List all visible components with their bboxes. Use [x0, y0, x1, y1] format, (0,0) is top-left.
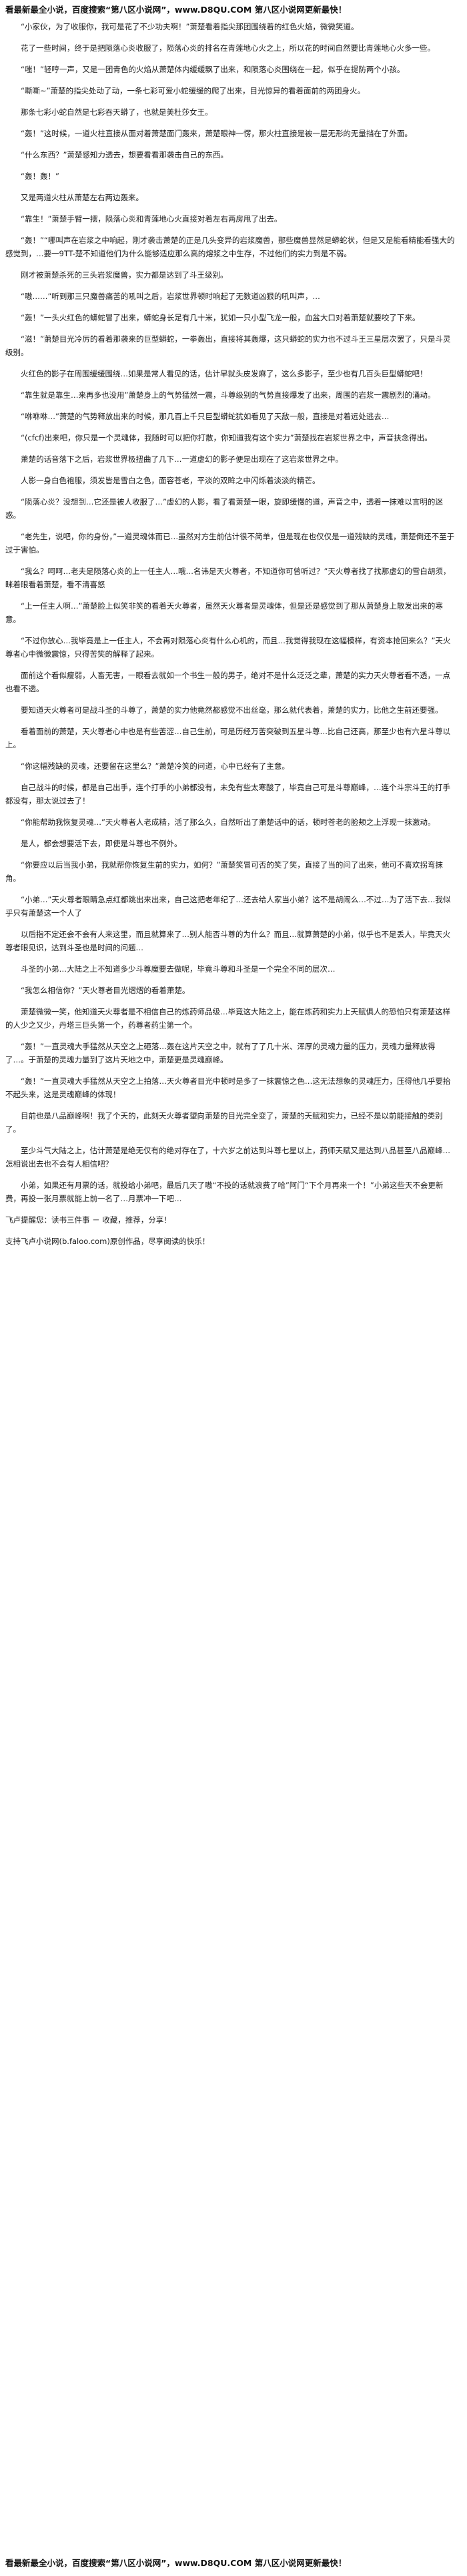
paragraph: “我么？呵呵…老夫是陨落心炎的上一任主人…哦…名讳是天火尊者，不知道你可曾听过？… [5, 567, 451, 589]
paragraph: 人影一身白色袍服，须发皆是雪白之色，面容苍老，平淡的双眸之中闪烁着淡淡的精芒。 [21, 476, 320, 485]
paragraph: “小弟…”天火尊者眼睛急点红都跳出来出来，自己这把老年纪了…还去给人家当小弟？这… [5, 895, 451, 918]
paragraph: 是人，都会想要活下去，即使是斗尊也不例外。 [21, 839, 182, 848]
paragraph: “靠生！”萧楚手臂一摆，陨落心炎和青莲地心火直接对着左右两房甩了出去。 [21, 214, 282, 224]
paragraph: “(cfcf)出来吧，你只是一个灵魂体，我随时可以把你打散，你知道我有这个实力”… [21, 433, 432, 442]
paragraph: “老先生，说吧，你的身份，”一道灵魂体而已…虽然对方生前估计很不简单，但是现在也… [5, 532, 455, 555]
paragraph: “轰！”一头火红色的蟒蛇冒了出来，蟒蛇身长足有几十米，犹如一只小型飞龙一般，血盆… [21, 313, 420, 322]
paragraph: “滋！”萧楚目光冷厉的看着那袭来的巨型蟒蛇，一拳轰出，直接将其轰爆，这只蟒蛇的实… [5, 334, 451, 357]
paragraph: 那条七彩小蛇自然是七彩吞天蟒了，也就是美杜莎女王。 [21, 107, 213, 117]
paragraph: 又是两道火柱从萧楚左右两边轰来。 [21, 193, 143, 202]
reading-tip: 飞卢提醒您：读书三件事 － 收藏，推荐，分享！ [5, 1215, 171, 1225]
paragraph: “轰！”这时候，一道火柱直接从面对着萧楚面门轰来，萧楚眼神一愣，那火柱直接是被一… [21, 129, 412, 138]
paragraph: “轰！”一直灵魂大手猛然从天空之上砸落…轰在这片天空之中，就有了了几十米、浑厚的… [5, 1042, 436, 1064]
paragraph: 要知道天火尊者可是战斗圣的斗尊了，萧楚的实力他竟然都感觉不出丝毫，那么就代表着，… [21, 705, 443, 715]
site-banner-bottom: 看最新最全小说，百度搜索“第八区小说网”，www.D8QU.COM 第八区小说网… [5, 2558, 347, 2568]
paragraph: 至少斗气大陆之上，估计萧楚是绝无仅有的绝对存在了，十六岁之前达到斗尊七星以上，药… [5, 1146, 450, 1169]
paragraph: “陨落心炎？没想到…它还是被人收服了…”虚幻的人影，看了看萧楚一眼，旋即缓慢的道… [5, 497, 443, 520]
paragraph: “轰！”“哪叫声在岩浆之中响起，刚才袭击萧楚的正是几头变异的岩浆魔兽，那些魔兽显… [5, 236, 455, 258]
paragraph: “靠生就是靠生…来再多也没用”萧楚身上的气势猛然一震，斗尊级别的气势直接爆发了出… [21, 390, 436, 400]
paragraph: “不过你放心…我毕竟是上一任主人，不会再对陨落心炎有什么心机的，而且…我觉得我现… [5, 636, 451, 659]
paragraph: “嗷……”听到那三只魔兽痛苦的吼叫之后，岩浆世界顿时响起了无数道凶狠的吼叫声，… [21, 292, 320, 301]
paragraph: 自己战斗的时候，都是自己出手，连个打手的小弟都没有，未免有些太寒酸了，毕竟自己可… [5, 783, 450, 806]
paragraph: “你要应以后当我小弟，我就帮你恢复生前的实力，如何？”萧楚笑冒可否的笑了笑，直接… [5, 860, 443, 883]
paragraph: “上一任主人啊…”萧楚脸上似笑非笑的看着天火尊者，虽然天火尊者是灵魂体，但是还是… [5, 601, 443, 624]
paragraph: 萧楚微微一笑，他知道天火尊者是不相信自己的炼药师品级…毕竟这大陆之上，能在炼药和… [5, 1007, 450, 1030]
paragraph: 火红色的影子在周围缓缓围绕…如果是常人看见的话，估计早就头皮发麻了，这么多影子，… [21, 369, 428, 378]
site-banner-top: 看最新最全小说，百度搜索“第八区小说网”，www.D8QU.COM 第八区小说网… [5, 5, 347, 15]
paragraph: “嘶嘶~”萧楚的指尖处动了动，一条七彩可爱小蛇缓缓的爬了出来，目光惊异的看着面前… [21, 86, 366, 95]
paragraph: “咻咻咻…”萧楚的气势释放出来的时候，那几百上千只巨型蟒蛇犹如看见了天敌一般，直… [21, 412, 390, 421]
paragraph: 刚才被萧楚杀死的三头岩浆魔兽，实力都是达到了斗王级别。 [21, 270, 228, 280]
paragraph: 看着面前的萧楚，天火尊者心中也是有些苦涩…自己生前，可是历经万苦突破到五星斗尊…… [5, 727, 450, 749]
paragraph: “小家伙，为了收服你，我可是花了不少功夫啊！”萧楚看着指尖那团围绕着的红色火焰，… [21, 22, 359, 31]
paragraph: 面前这个看似瘦弱，人畜无害，一眼看去就如一个书生一般的男子，绝对不是什么泛泛之辈… [5, 671, 450, 693]
paragraph: “轰！轰！” [21, 172, 59, 181]
paragraph: “嗤！”轻哼一声，又是一团青色的火焰从萧楚体内缓缓飘了出来，和陨落心炎围绕在一起… [21, 65, 405, 74]
paragraph: 以后指不定还会不会有人来这里，而且就算来了…别人能否斗尊的为什么？而且…就算萧楚… [5, 930, 450, 952]
chapter-text: “小家伙，为了收服你，我可是花了不少功夫啊！”萧楚看着指尖那团围绕着的红色火焰，… [0, 20, 467, 1248]
paragraph: 小弟，如果还有月票的话，就投给小弟吧，最后几天了嗷“不投的话就浪费了哈”阿门“下… [5, 1181, 444, 1203]
paragraph: “轰！”一直灵魂大手猛然从天空之上拍落…天火尊者目光中顿时是多了一抹震惊之色…这… [5, 1076, 451, 1099]
paragraph: 目前也是八品巅峰啊！我了个天的，此刻天火尊者望向萧楚的目光完全变了，萧楚的天赋和… [5, 1111, 443, 1134]
paragraph: 萧楚的话音落下之后，岩浆世界极扭曲了几下…一道虚幻的影子便是出现在了这岩浆世界之… [21, 454, 343, 464]
paragraph: 斗圣的小弟…大陆之上不知道多少斗尊魔要去做呢，毕竟斗尊和斗圣是一个完全不同的层次… [21, 964, 336, 974]
paragraph: 花了一些时间，终于是把陨落心炎收服了，陨落心炎的排名在青莲地心火之上，所以花的时… [21, 43, 435, 53]
paragraph: “你能帮助我恢复灵魂…”天火尊者人老成精，活了那么久，自然听出了萧楚话中的话，顿… [21, 818, 436, 827]
paragraph: “什么东西？”萧楚感知力透去，想要看看那袭击自己的东西。 [21, 150, 228, 159]
paragraph: “我怎么相信你？”天火尊者目光熠熠的看着萧楚。 [21, 986, 190, 995]
paragraph: “你这幅残缺的灵魂，还要留在这里么？”萧楚冷笑的问道，心中已经有了主意。 [21, 761, 290, 771]
support-note: 支持飞卢小说网(b.faloo.com)原创作品，尽享阅读的快乐！ [5, 1237, 210, 1246]
